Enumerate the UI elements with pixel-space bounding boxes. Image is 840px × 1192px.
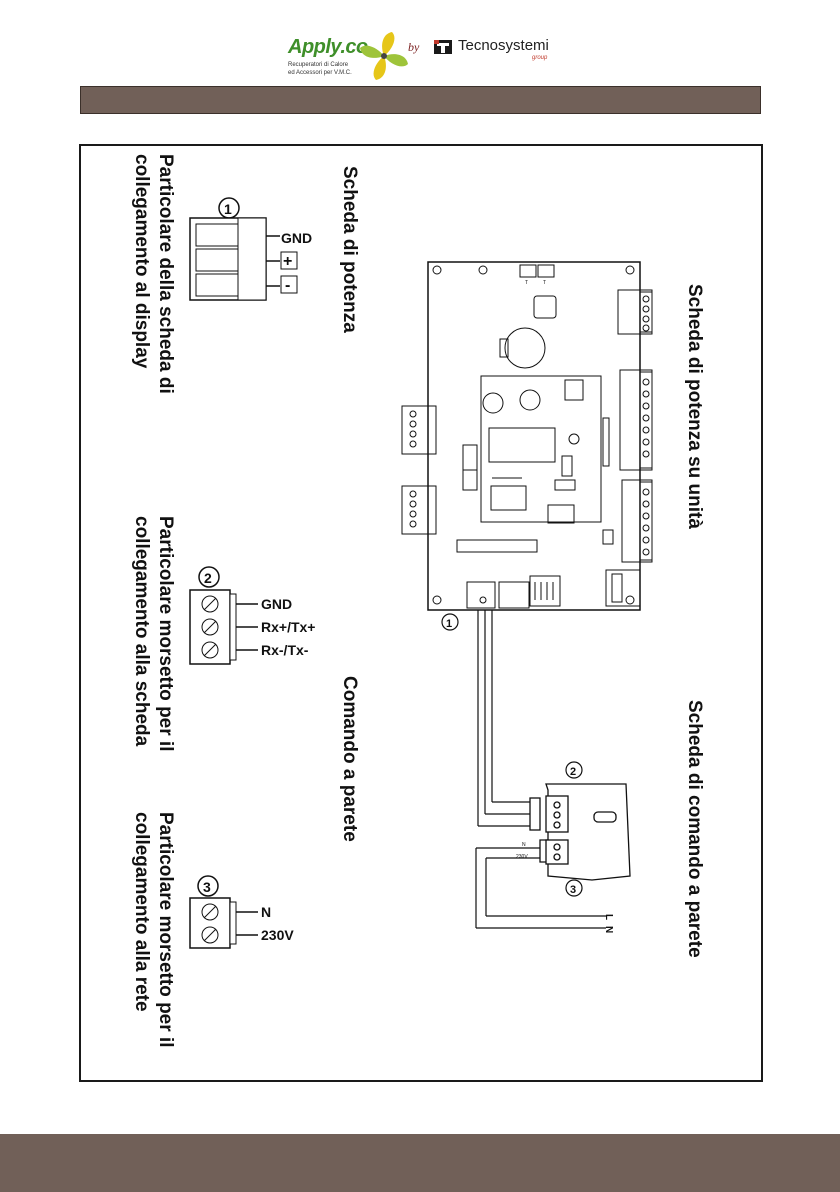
tecnosystemi-mark-icon — [434, 40, 452, 54]
svg-text:T: T — [525, 280, 528, 286]
diagram-frame — [79, 144, 763, 1082]
label-wall-control: Comando a parete — [339, 676, 360, 842]
caption-detail-3-line-1: Particolare morsetto per il — [155, 812, 176, 1047]
by-text: by — [408, 40, 420, 54]
caption-detail-2-line-2: collegamento alla scheda — [131, 516, 152, 747]
caption-detail-3-line-2: collegamento alla rete — [131, 812, 152, 1012]
svg-text:T: T — [543, 280, 546, 286]
detail-1-number: 1 — [224, 201, 232, 217]
t2-rx-minus-label: Rx-/Tx- — [261, 642, 309, 658]
detail-2-terminal: 2 GND Rx+/Tx+ Rx-/Tx- — [189, 566, 315, 665]
board-ref-1-circle — [441, 613, 459, 631]
caption-detail-2-line-1: Particolare morsetto per il — [155, 516, 176, 751]
board-ref-1: 1 — [446, 618, 452, 630]
label-wall-board: Scheda di comando a parete — [684, 700, 705, 958]
wall-control-board — [529, 783, 631, 881]
brand-subtitle-2: ed Accessori per V.M.C. — [288, 70, 352, 76]
label-power-board: Scheda di potenza — [339, 166, 360, 333]
footer-bar — [0, 1134, 840, 1192]
wall-ref-2-circle — [565, 761, 583, 779]
page-header: Apply.co Recuperatori di Calore ed Acces… — [0, 0, 840, 84]
t3-n-label: N — [261, 904, 271, 920]
mains-l-label: L — [603, 914, 614, 920]
detail-3-number: 3 — [203, 879, 211, 895]
detail-1-connector: 1 GND + - — [189, 197, 312, 301]
t3-230v-label: 230V — [261, 927, 294, 943]
wall-ref-3: 3 — [570, 884, 576, 896]
wall-ref-2: 2 — [570, 766, 576, 778]
t2-gnd-label: GND — [261, 596, 292, 612]
label-power-board-unit: Scheda di potenza su unità — [684, 284, 705, 529]
t1-plus-label: + — [283, 253, 292, 270]
power-board: T T — [401, 261, 653, 611]
wall-n-label: N — [522, 842, 526, 848]
t2-rx-plus-label: Rx+/Tx+ — [261, 619, 315, 635]
brand-subtitle-1: Recuperatori di Calore — [288, 62, 349, 68]
mains-n-label: N — [603, 926, 614, 933]
detail-3-terminal: 3 N 230V — [189, 875, 294, 949]
title-bar — [80, 86, 761, 114]
caption-detail-1-line-2: collegamento al display — [131, 154, 152, 369]
partner-name: Tecnosystemi — [458, 37, 549, 54]
t1-minus-label: - — [285, 277, 290, 294]
caption-detail-1-line-1: Particolare della scheda di — [155, 154, 176, 394]
detail-2-number: 2 — [204, 570, 212, 586]
fan-icon — [360, 32, 408, 80]
wiring — [475, 610, 606, 929]
wall-230-label: 230V — [516, 854, 528, 860]
partner-group: group — [532, 55, 548, 61]
wall-ref-3-circle — [565, 879, 583, 897]
brand-name: Apply.co — [288, 36, 368, 58]
t1-gnd-label: GND — [281, 230, 312, 246]
applyco-logo: Apply.co Recuperatori di Calore ed Acces… — [288, 30, 438, 82]
